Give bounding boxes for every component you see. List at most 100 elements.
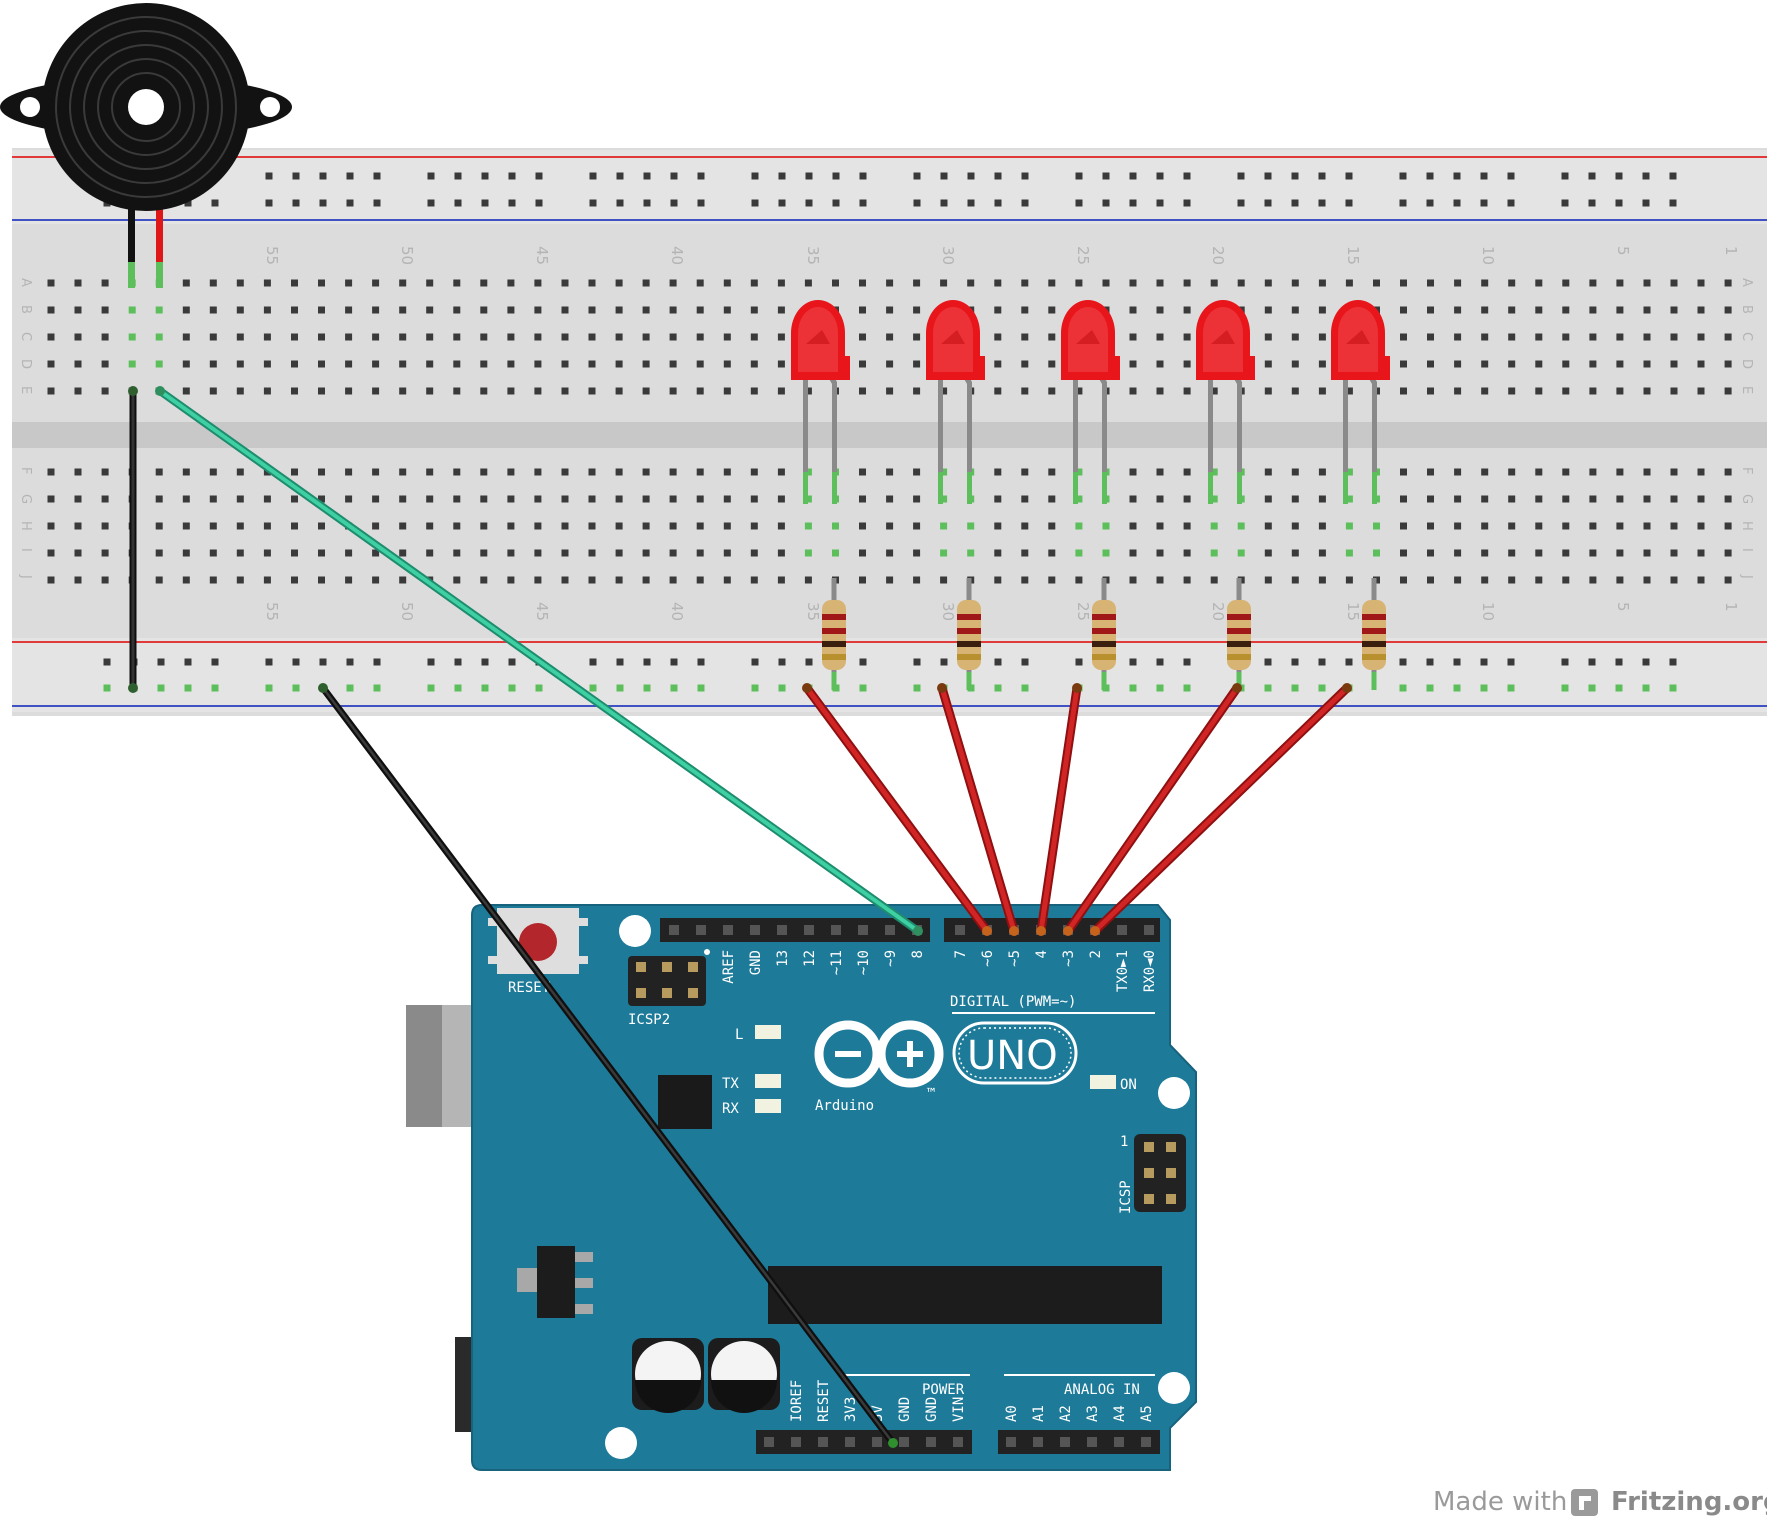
breadboard-hole[interactable] xyxy=(723,576,731,584)
power-rail-hole[interactable] xyxy=(1642,172,1650,180)
breadboard-hole[interactable] xyxy=(1318,468,1326,476)
breadboard-hole[interactable] xyxy=(615,387,623,395)
power-rail-hole[interactable] xyxy=(643,199,651,207)
power-rail-hole[interactable] xyxy=(454,199,462,207)
breadboard-hole[interactable] xyxy=(182,279,190,287)
power-rail-hole[interactable] xyxy=(292,658,300,666)
power-rail-hole[interactable] xyxy=(508,658,516,666)
breadboard-hole[interactable] xyxy=(859,306,866,314)
power-rail-hole[interactable] xyxy=(1507,658,1515,666)
breadboard-hole[interactable] xyxy=(372,495,380,503)
breadboard-hole[interactable] xyxy=(750,495,758,503)
power-rail-hole[interactable] xyxy=(940,199,948,207)
power-rail-hole[interactable] xyxy=(643,658,651,666)
breadboard-hole[interactable] xyxy=(1210,495,1218,503)
breadboard-hole[interactable] xyxy=(1697,306,1705,314)
breadboard-hole[interactable] xyxy=(74,279,82,287)
breadboard-hole[interactable] xyxy=(615,495,623,503)
power-rail-hole[interactable] xyxy=(967,172,975,180)
breadboard-hole[interactable] xyxy=(1021,468,1029,476)
breadboard-hole[interactable] xyxy=(1481,387,1489,395)
breadboard-hole[interactable] xyxy=(155,522,163,530)
power-rail-hole[interactable] xyxy=(670,684,678,692)
breadboard-hole[interactable] xyxy=(642,468,650,476)
breadboard-hole[interactable] xyxy=(318,387,325,395)
header-socket[interactable] xyxy=(804,925,814,935)
breadboard-hole[interactable] xyxy=(345,387,353,395)
breadboard-hole[interactable] xyxy=(155,306,163,314)
breadboard-hole[interactable] xyxy=(74,468,82,476)
breadboard-hole[interactable] xyxy=(101,549,109,557)
power-rail-hole[interactable] xyxy=(1021,658,1029,666)
breadboard-hole[interactable] xyxy=(588,576,596,584)
breadboard-hole[interactable] xyxy=(1129,468,1137,476)
header-socket[interactable] xyxy=(1087,1437,1097,1447)
breadboard-hole[interactable] xyxy=(832,549,839,557)
power-rail-hole[interactable] xyxy=(1399,172,1407,180)
power-rail-hole[interactable] xyxy=(1453,199,1461,207)
breadboard-hole[interactable] xyxy=(1454,333,1462,341)
breadboard-hole[interactable] xyxy=(1643,333,1651,341)
breadboard-hole[interactable] xyxy=(101,360,109,368)
breadboard-hole[interactable] xyxy=(263,549,271,557)
breadboard-hole[interactable] xyxy=(615,468,623,476)
breadboard-hole[interactable] xyxy=(1670,495,1678,503)
breadboard-hole[interactable] xyxy=(1589,495,1597,503)
breadboard-hole[interactable] xyxy=(345,549,353,557)
breadboard-hole[interactable] xyxy=(1129,306,1137,314)
breadboard-hole[interactable] xyxy=(696,306,704,314)
power-rail-hole[interactable] xyxy=(454,658,462,666)
breadboard-hole[interactable] xyxy=(1535,495,1543,503)
breadboard-hole[interactable] xyxy=(615,522,623,530)
breadboard-hole[interactable] xyxy=(859,522,866,530)
power-rail-hole[interactable] xyxy=(1426,658,1434,666)
breadboard-hole[interactable] xyxy=(182,468,190,476)
power-rail-hole[interactable] xyxy=(373,658,381,666)
breadboard-hole[interactable] xyxy=(1589,468,1597,476)
breadboard-hole[interactable] xyxy=(372,522,380,530)
power-rail-hole[interactable] xyxy=(1291,199,1299,207)
power-rail-hole[interactable] xyxy=(1264,199,1272,207)
breadboard-hole[interactable] xyxy=(209,522,217,530)
header-socket[interactable] xyxy=(953,1437,963,1447)
breadboard-hole[interactable] xyxy=(399,306,407,314)
power-rail-hole[interactable] xyxy=(1399,658,1407,666)
breadboard-hole[interactable] xyxy=(345,495,353,503)
power-rail-hole[interactable] xyxy=(697,684,705,692)
power-rail-hole[interactable] xyxy=(346,684,354,692)
breadboard-hole[interactable] xyxy=(534,279,542,287)
breadboard-hole[interactable] xyxy=(1670,468,1678,476)
breadboard-hole[interactable] xyxy=(1183,468,1191,476)
breadboard-hole[interactable] xyxy=(669,576,677,584)
breadboard-hole[interactable] xyxy=(1183,279,1191,287)
breadboard-hole[interactable] xyxy=(1048,495,1056,503)
breadboard-hole[interactable] xyxy=(1102,549,1110,557)
breadboard-hole[interactable] xyxy=(859,495,866,503)
breadboard-hole[interactable] xyxy=(1021,522,1029,530)
breadboard-hole[interactable] xyxy=(1075,522,1083,530)
breadboard-hole[interactable] xyxy=(507,279,515,287)
breadboard-hole[interactable] xyxy=(913,306,921,314)
breadboard-hole[interactable] xyxy=(1427,576,1434,584)
breadboard-hole[interactable] xyxy=(1427,522,1434,530)
power-rail-hole[interactable] xyxy=(1183,172,1191,180)
breadboard-hole[interactable] xyxy=(1481,522,1489,530)
breadboard-hole[interactable] xyxy=(696,360,704,368)
breadboard-hole[interactable] xyxy=(263,360,271,368)
power-rail-hole[interactable] xyxy=(346,199,354,207)
breadboard-hole[interactable] xyxy=(777,495,785,503)
power-rail-hole[interactable] xyxy=(373,199,381,207)
breadboard-hole[interactable] xyxy=(101,387,109,395)
breadboard-hole[interactable] xyxy=(1129,279,1137,287)
power-rail-hole[interactable] xyxy=(265,199,273,207)
breadboard-hole[interactable] xyxy=(1318,333,1326,341)
breadboard-hole[interactable] xyxy=(1021,576,1029,584)
power-rail-hole[interactable] xyxy=(994,684,1002,692)
breadboard-hole[interactable] xyxy=(886,333,894,341)
power-rail-hole[interactable] xyxy=(184,684,192,692)
power-rail-hole[interactable] xyxy=(454,172,462,180)
breadboard-hole[interactable] xyxy=(886,306,894,314)
power-rail-hole[interactable] xyxy=(1615,199,1623,207)
header-socket[interactable] xyxy=(777,925,787,935)
breadboard-hole[interactable] xyxy=(236,333,244,341)
